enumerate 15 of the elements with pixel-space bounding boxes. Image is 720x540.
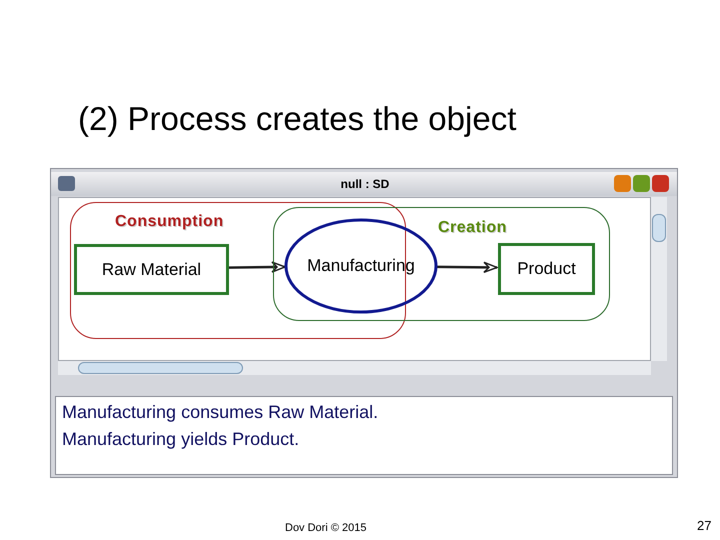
page-number: 27 bbox=[697, 518, 712, 533]
arrow bbox=[228, 261, 286, 273]
opl-sentence: Manufacturing consumes Raw Material. bbox=[62, 402, 378, 423]
footer-text: Dov Dori © 2015 bbox=[285, 522, 366, 534]
region-title: Creation bbox=[438, 219, 507, 237]
region-title: Consumption bbox=[115, 213, 224, 231]
object-box bbox=[74, 244, 229, 295]
arrow bbox=[436, 262, 498, 274]
object-box bbox=[498, 243, 595, 295]
opl-sentence: Manufacturing yields Product. bbox=[62, 429, 300, 450]
slide-title: (2) Process creates the object bbox=[78, 100, 516, 138]
object-label: Product bbox=[517, 259, 576, 279]
object-label: Raw Material bbox=[102, 260, 202, 280]
window-title: null : SD bbox=[340, 177, 390, 191]
region-outline bbox=[273, 207, 610, 321]
